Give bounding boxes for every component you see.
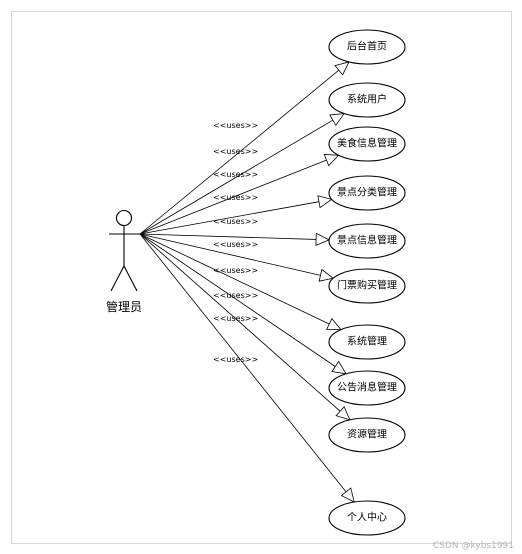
association-arrowhead <box>315 232 331 247</box>
use-case[interactable]: 后台首页 <box>328 29 406 65</box>
association-arrowhead <box>334 61 350 76</box>
association-arrowhead <box>340 487 355 503</box>
use-case-label: 后台首页 <box>347 40 387 53</box>
diagram-frame <box>11 11 512 544</box>
association-line <box>139 69 340 235</box>
uses-stereotype: <<uses>> <box>213 355 258 364</box>
uses-stereotype: <<uses>> <box>213 193 258 202</box>
use-case[interactable]: 美食信息管理 <box>328 126 406 162</box>
association-line <box>139 233 341 412</box>
stereotype-labels: <<uses>> <<uses>> <<uses>> <<uses>> <<uses>>… <box>213 121 258 364</box>
use-case-ellipse <box>328 417 406 453</box>
association-line <box>139 201 320 235</box>
use-case-label: 公告消息管理 <box>337 381 397 394</box>
association-arrowhead <box>326 317 342 331</box>
association-arrowhead <box>329 113 345 127</box>
use-case[interactable]: 门票购买管理 <box>328 268 406 304</box>
uses-stereotype: <<uses>> <box>213 266 258 275</box>
use-case-ellipse <box>328 370 406 406</box>
use-case-ellipse <box>328 500 406 536</box>
actor-right-leg <box>123 265 138 292</box>
use-case[interactable]: 景点分类管理 <box>328 175 406 211</box>
association-line <box>139 233 330 325</box>
actor-head <box>115 209 133 227</box>
use-case-ellipse <box>328 268 406 304</box>
uses-stereotype: <<uses>> <box>213 121 258 130</box>
use-case-label: 美食信息管理 <box>337 137 397 150</box>
uses-stereotype: <<uses>> <box>213 147 258 156</box>
uses-stereotype: <<uses>> <box>213 217 258 226</box>
use-case-ellipse <box>328 82 406 118</box>
use-case[interactable]: 资源管理 <box>328 417 406 453</box>
association-line <box>139 159 327 235</box>
actor-admin[interactable]: 管理员 <box>106 209 142 315</box>
association-line <box>139 233 347 493</box>
use-case[interactable]: 系统用户 <box>328 82 406 118</box>
association-line <box>139 233 321 276</box>
use-cases: 后台首页系统用户美食信息管理景点分类管理景点信息管理门票购买管理系统管理公告消息… <box>328 29 406 536</box>
use-case-ellipse <box>328 29 406 65</box>
association-arrowhead <box>318 268 335 282</box>
association-arrowhead <box>335 405 351 421</box>
association-line <box>139 119 334 235</box>
use-case-label: 个人中心 <box>347 511 387 524</box>
use-case[interactable]: 个人中心 <box>328 500 406 536</box>
use-case-label: 景点信息管理 <box>337 234 397 247</box>
watermark: CSDN @kybs1991 <box>433 541 514 551</box>
use-case-label: 系统用户 <box>347 93 387 106</box>
use-case-ellipse <box>328 175 406 211</box>
use-case[interactable]: 景点信息管理 <box>328 223 406 259</box>
association-line <box>139 233 336 367</box>
uses-stereotype: <<uses>> <box>213 291 258 300</box>
use-case[interactable]: 公告消息管理 <box>328 370 406 406</box>
association-arrowhead <box>331 360 347 375</box>
use-case[interactable]: 系统管理 <box>328 324 406 360</box>
use-case-label: 景点分类管理 <box>337 186 397 199</box>
association-arrowhead <box>323 154 340 167</box>
association-lines <box>139 61 355 503</box>
actor-name: 管理员 <box>106 299 142 314</box>
use-case-ellipse <box>328 223 406 259</box>
association-arrowhead <box>317 195 333 209</box>
use-case-label: 门票购买管理 <box>337 279 397 292</box>
use-case-ellipse <box>328 324 406 360</box>
uses-stereotype: <<uses>> <box>213 170 258 179</box>
use-case-label: 资源管理 <box>347 428 387 441</box>
actor-left-leg <box>110 265 125 292</box>
uses-stereotype: <<uses>> <box>213 314 258 323</box>
uses-stereotype: <<uses>> <box>213 240 258 249</box>
association-line <box>139 233 317 240</box>
use-case-label: 系统管理 <box>347 335 387 348</box>
use-case-ellipse <box>328 126 406 162</box>
